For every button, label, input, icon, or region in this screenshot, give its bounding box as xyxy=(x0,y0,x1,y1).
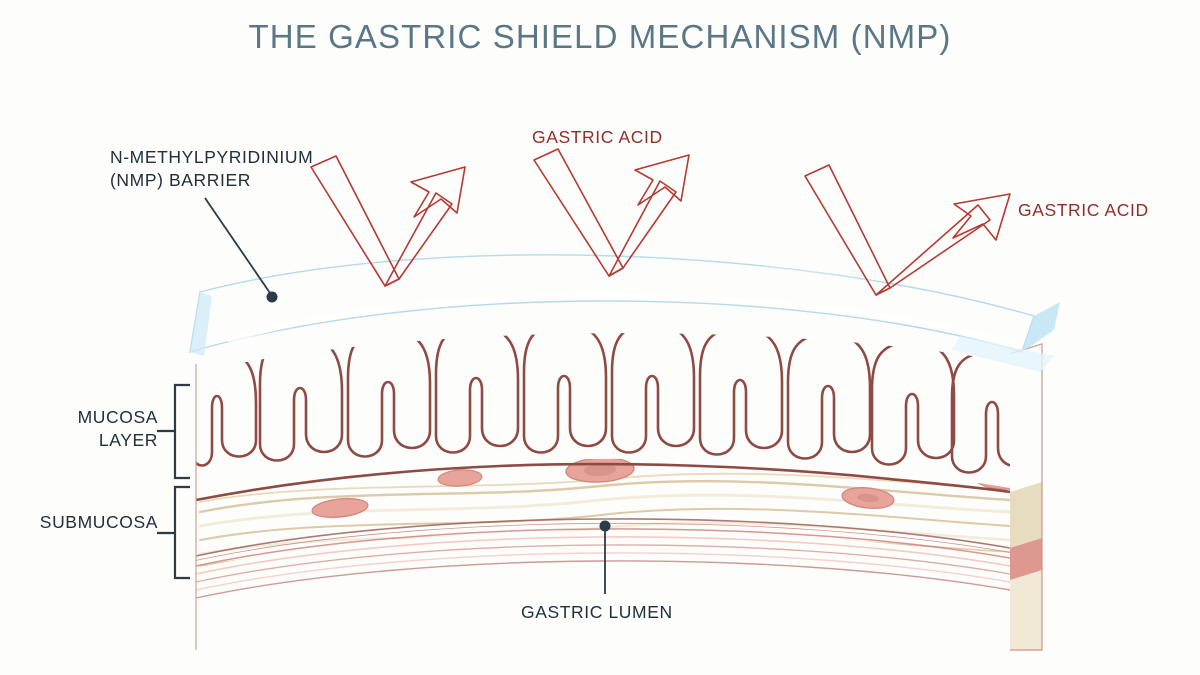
acid-arrow-left xyxy=(310,155,466,287)
label-submucosa: SUBMUCOSA xyxy=(39,512,158,532)
block-right-face xyxy=(1009,343,1043,651)
label-nmp-barrier: N-METHYLPYRIDINIUM (NMP) BARRIER xyxy=(110,146,313,192)
mucosa-submucosa-border xyxy=(195,462,1011,502)
acid-arrow-middle xyxy=(533,148,690,277)
label-nmp-barrier-line1: N-METHYLPYRIDINIUM xyxy=(110,147,314,167)
bracket-submucosa xyxy=(157,485,190,580)
label-nmp-barrier-line2: (NMP) BARRIER xyxy=(110,170,251,190)
page-title: THE GASTRIC SHIELD MECHANISM (NMP) xyxy=(248,18,952,55)
muscularis-layer xyxy=(196,518,1010,598)
acid-arrow-right xyxy=(804,164,1011,296)
label-mucosa-line1: MUCOSA xyxy=(77,407,158,427)
nmp-barrier-layer xyxy=(189,254,1060,378)
leader-gastric-lumen xyxy=(599,520,611,594)
stomach-wall-block xyxy=(195,325,1043,651)
leader-nmp-barrier xyxy=(204,197,278,303)
label-gastric-lumen: GASTRIC LUMEN xyxy=(521,602,673,622)
label-gastric-acid-right: GASTRIC ACID xyxy=(1018,200,1149,220)
label-mucosa-line2: LAYER xyxy=(98,430,158,450)
bracket-mucosa xyxy=(157,383,190,480)
mucosal-folds xyxy=(196,333,1010,474)
label-gastric-acid-middle: GASTRIC ACID xyxy=(532,127,663,147)
label-mucosa-layer: MUCOSA LAYER xyxy=(10,406,158,452)
